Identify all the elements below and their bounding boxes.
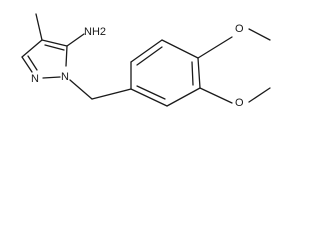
bond-benz-2-double bbox=[136, 46, 163, 66]
bond-o-bottom-ch3 bbox=[248, 87, 271, 103]
atom-label-o-top: O bbox=[235, 23, 244, 35]
atom-label-o-bottom: O bbox=[235, 97, 244, 109]
bond-c5-n1 bbox=[65, 45, 68, 67]
bond-n2-c3 bbox=[21, 56, 33, 73]
bond-c4-methyl bbox=[35, 13, 43, 41]
bond-n2-c3-double bbox=[27, 55, 38, 71]
bond-c4-c5-double bbox=[44, 44, 65, 51]
bond-benz-4 bbox=[197, 57, 201, 89]
bond-benz-5 bbox=[166, 87, 201, 107]
bond-ch2-c1prime bbox=[91, 88, 132, 100]
atom-label-nh2: NH2 bbox=[84, 26, 106, 38]
bond-c5prime-o-bottom bbox=[199, 87, 233, 104]
bond-c5-nh2 bbox=[66, 33, 85, 47]
bond-benz-4-double bbox=[191, 61, 194, 86]
atom-label-n1: N bbox=[61, 71, 69, 83]
bond-benz-6 bbox=[130, 88, 168, 107]
bond-benz-3 bbox=[161, 39, 199, 59]
bond-c4prime-o-top bbox=[197, 36, 233, 59]
bond-o-top-ch3 bbox=[248, 28, 271, 41]
bond-n1-ch2 bbox=[69, 79, 93, 100]
bond-benz-2 bbox=[130, 39, 163, 63]
chemical-structure-diagram: NH2 N N O O bbox=[21, 13, 271, 109]
structure-canvas: NH2 N N O O bbox=[0, 0, 280, 116]
bond-benz-6-double bbox=[136, 85, 166, 100]
atom-label-n2: N bbox=[31, 73, 39, 85]
bond-c3-c4 bbox=[21, 39, 43, 58]
bond-c4-c5 bbox=[41, 39, 68, 47]
bond-n1-n2 bbox=[42, 76, 61, 79]
